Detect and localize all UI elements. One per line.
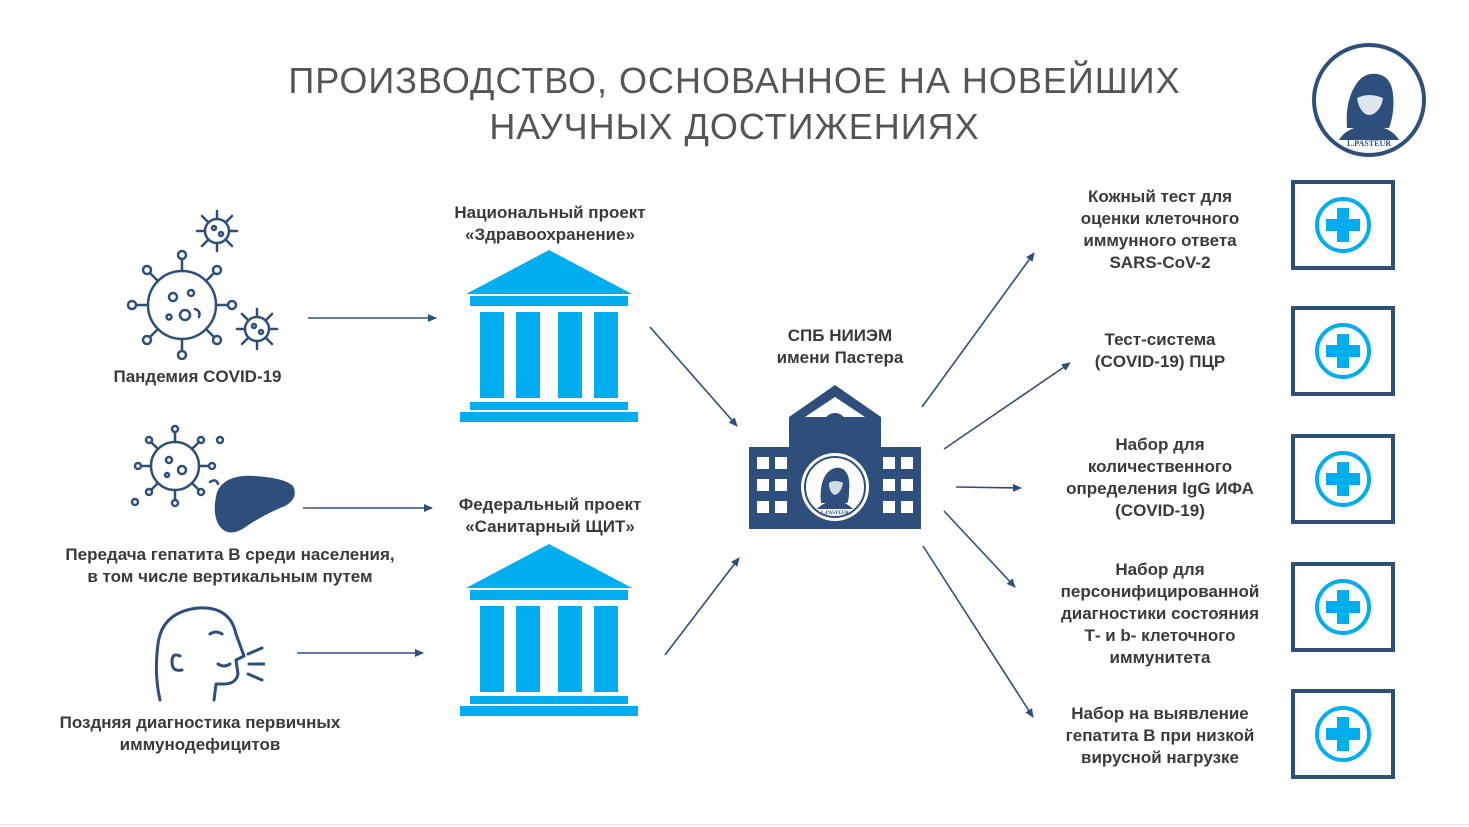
arrow-federal-to-institute bbox=[664, 557, 740, 656]
product-3-box bbox=[1291, 434, 1395, 524]
logo-text: L.PASTEUR bbox=[1347, 139, 1391, 148]
product-2-box bbox=[1291, 306, 1395, 396]
cause-immunodeficiency-label: Поздняя диагностика первичных иммунодефи… bbox=[59, 713, 341, 754]
product-4-box bbox=[1291, 562, 1395, 652]
cause-hepatitis-label: Передача гепатита В среди населения, в т… bbox=[65, 545, 395, 586]
institute-building-icon: L.PASTEUR bbox=[747, 383, 923, 531]
medical-cross-icon bbox=[1315, 197, 1371, 253]
product-4-label: Набор для персонифицированной диагностик… bbox=[1060, 560, 1260, 667]
medical-cross-icon bbox=[1315, 451, 1371, 507]
product-2-label: Тест-система (COVID-19) ПЦР bbox=[1094, 330, 1226, 371]
product-1-box bbox=[1291, 180, 1395, 270]
government-building-icon bbox=[458, 250, 640, 422]
page-title: ПРОИЗВОДСТВО, ОСНОВАННОЕ НА НОВЕЙШИХ НАУ… bbox=[0, 58, 1469, 150]
project-federal-label: Федеральный проект «Санитарный ЩИТ» bbox=[458, 495, 642, 536]
arrow-to-product-3 bbox=[955, 483, 1022, 492]
product-5-label: Набор на выявление гепатита В при низкой… bbox=[1065, 704, 1255, 767]
title-line-1: ПРОИЗВОДСТВО, ОСНОВАННОЕ НА НОВЕЙШИХ bbox=[288, 60, 1181, 101]
medical-cross-icon bbox=[1315, 323, 1371, 379]
virus-icon bbox=[125, 205, 285, 361]
product-3-label: Набор для количественного определения Ig… bbox=[1066, 435, 1254, 520]
project-national-label: Национальный проект «Здравоохранение» bbox=[454, 203, 646, 244]
government-building-icon bbox=[458, 544, 640, 716]
arrow-to-product-4 bbox=[943, 510, 1016, 588]
medical-cross-icon bbox=[1315, 706, 1371, 762]
arrow-to-product-2 bbox=[943, 362, 1071, 450]
title-line-2: НАУЧНЫХ ДОСТИЖЕНИЯХ bbox=[489, 106, 980, 147]
pasteur-logo: L.PASTEUR bbox=[1311, 42, 1427, 158]
bottom-divider bbox=[0, 824, 1469, 825]
institute-badge-text: L.PASTEUR bbox=[821, 511, 849, 516]
cause-covid-label: Пандемия COVID-19 bbox=[113, 367, 282, 386]
pasteur-portrait-logo-icon: L.PASTEUR bbox=[1312, 43, 1426, 157]
product-1-label: Кожный тест для оценки клеточного иммунн… bbox=[1080, 187, 1240, 272]
coughing-person-icon bbox=[150, 604, 266, 704]
product-5-box bbox=[1291, 689, 1395, 779]
liver-virus-icon bbox=[125, 422, 300, 542]
institute-label: СПБ НИИЭМ имени Пастера bbox=[776, 326, 904, 367]
arrow-to-product-1 bbox=[921, 252, 1035, 408]
medical-cross-icon bbox=[1315, 579, 1371, 635]
arrow-national-to-institute bbox=[649, 326, 738, 427]
arrow-to-product-5 bbox=[922, 545, 1034, 718]
